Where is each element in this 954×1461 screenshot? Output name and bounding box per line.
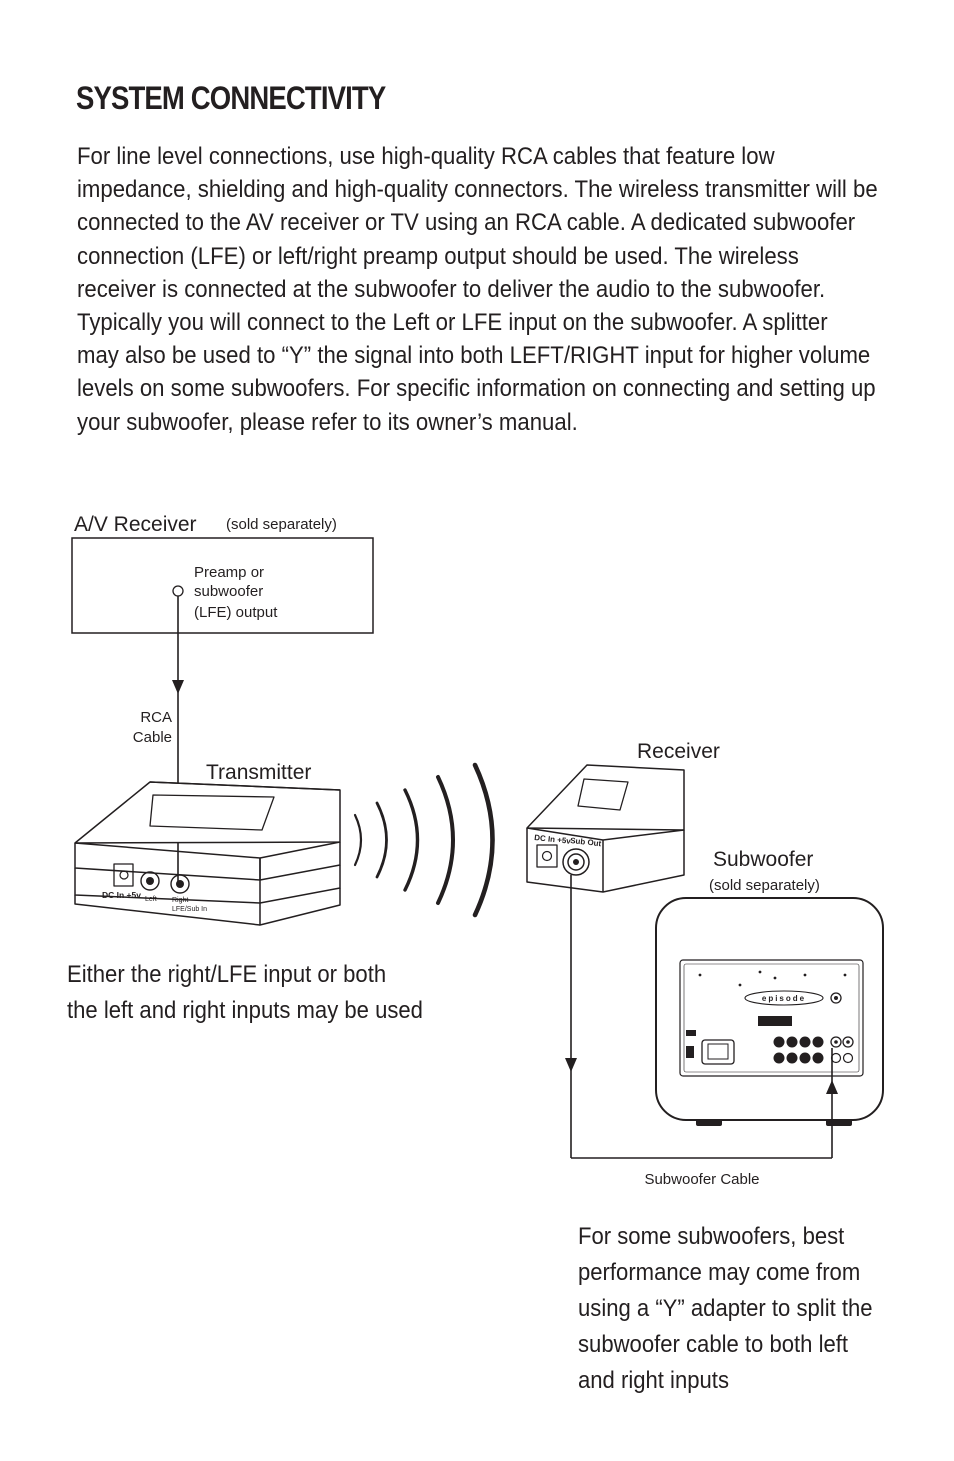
av-receiver: A/V Receiver (sold separately) Preamp or… xyxy=(71,513,374,634)
caption-line: using a “Y” adapter to split the xyxy=(578,1295,873,1322)
subwoofer-foot xyxy=(826,1119,852,1126)
subwoofer-note: (sold separately) xyxy=(709,877,820,894)
av-receiver-box xyxy=(71,537,374,634)
tx-right-label: LFE/Sub In xyxy=(172,906,207,913)
tx-dc-jack xyxy=(113,863,134,887)
rca-cable-label: RCA xyxy=(140,709,172,726)
subwoofer-foot xyxy=(696,1119,722,1126)
subwoofer-cable: Subwoofer Cable xyxy=(565,875,838,1188)
tx-dc-label: DC In +5v xyxy=(102,890,141,900)
av-receiver-title: A/V Receiver xyxy=(74,513,197,536)
lfe-output-label: Preamp or xyxy=(194,564,264,581)
av-receiver-note: (sold separately) xyxy=(226,516,337,533)
subwoofer-cable-arrow xyxy=(565,1058,577,1072)
tx-left-label: Left xyxy=(145,896,157,903)
intro-paragraph: For line level connections, use high-qua… xyxy=(77,140,878,439)
tx-right-jack xyxy=(170,874,190,894)
tx-left-jack xyxy=(140,871,160,891)
wireless-signal-icon xyxy=(353,762,495,918)
intro-line: For line level connections, use high-qua… xyxy=(77,143,775,170)
intro-line: connection (LFE) or left/right preamp ou… xyxy=(77,242,799,270)
subwoofer-panel xyxy=(679,959,864,1077)
lfe-output-jack xyxy=(172,585,184,597)
sub-left-input xyxy=(830,1036,842,1048)
brand-logo xyxy=(744,990,824,1006)
intro-line: levels on some subwoofers. For specific … xyxy=(77,375,876,403)
subwoofer-title: Subwoofer xyxy=(713,848,813,871)
caption-line: For some subwoofers, best xyxy=(578,1223,845,1250)
caption-inputs: Either the right/LFE input or both the l… xyxy=(67,957,423,1029)
caption-line: Either the right/LFE input or both xyxy=(67,961,387,988)
rx-sub-out-jack xyxy=(562,848,590,876)
subwoofer: Subwoofer (sold separately) episode xyxy=(655,848,884,1126)
caption-line: performance may come from xyxy=(578,1259,861,1286)
receiver-title: Receiver xyxy=(637,740,720,763)
transmitter: Transmitter DC In +5v Left Right LFE/Sub… xyxy=(74,761,341,926)
caption-y-adapter: For some subwoofers, best performance ma… xyxy=(578,1219,873,1399)
rca-cable: RCA Cable xyxy=(133,596,184,884)
subwoofer-cable-arrow xyxy=(826,1080,838,1094)
intro-line: Typically you will connect to the Left o… xyxy=(77,309,828,337)
rx-sub-out-label: Sub Out xyxy=(570,836,602,848)
intro-line: receiver is connected at the subwoofer t… xyxy=(77,275,826,303)
page-title: SYSTEM CONNECTIVITY xyxy=(76,80,386,116)
receiver: Receiver DC In +5v Sub Out xyxy=(526,740,720,893)
rx-dc-jack xyxy=(536,844,558,868)
subwoofer-cable-label: Subwoofer Cable xyxy=(644,1171,759,1188)
caption-line: subwoofer cable to both left xyxy=(578,1331,849,1358)
rca-cable-arrow xyxy=(172,680,184,694)
transmitter-title: Transmitter xyxy=(206,761,311,784)
subwoofer-cabinet xyxy=(655,897,884,1121)
brand-logo-text: episode xyxy=(762,994,806,1003)
rx-dc-label: DC In +5v xyxy=(534,833,572,846)
sub-right-input xyxy=(842,1036,854,1048)
tx-right-label: Right xyxy=(172,897,188,904)
intro-line: connected to the AV receiver or TV using… xyxy=(77,209,856,237)
caption-line: and right inputs xyxy=(578,1367,729,1394)
caption-line: the left and right inputs may be used xyxy=(67,997,423,1024)
lfe-output-label: (LFE) output xyxy=(194,604,278,621)
lfe-output-label: subwoofer xyxy=(194,583,263,600)
intro-line: may also be used to “Y” the signal into … xyxy=(77,342,871,370)
intro-line: impedance, shielding and high-quality co… xyxy=(77,176,878,204)
intro-line: your subwoofer, please refer to its owne… xyxy=(77,408,578,436)
rca-cable-label: Cable xyxy=(133,729,172,746)
